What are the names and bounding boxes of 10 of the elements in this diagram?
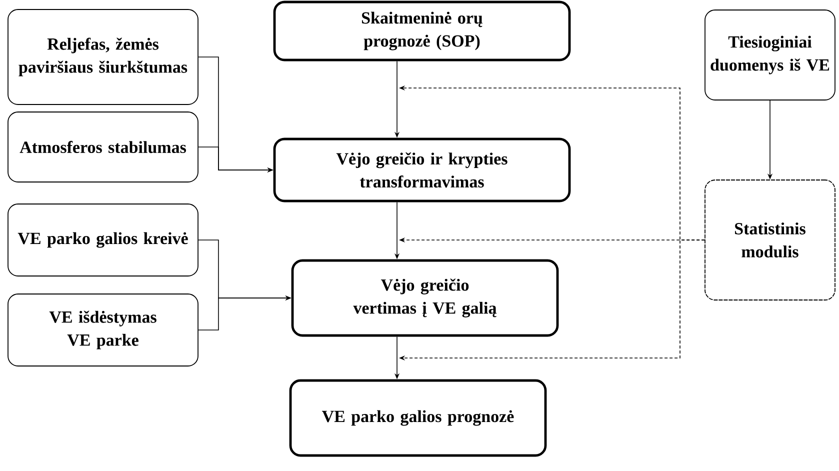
process-box: Skaitmeninė orų prognozė (SOP) (273, 0, 571, 62)
input-box: Tiesioginiai duomenys iš VE (704, 10, 836, 100)
input-box: VE parko galios kreivė (8, 204, 198, 276)
input-box: VE išdėstymas VE parke (8, 294, 198, 366)
process-box: Vėjo greičio ir krypties transformavimas (273, 138, 571, 202)
process-box: VE parko galios prognozė (289, 379, 547, 457)
process-box: Vėjo greičio vertimas į VE galią (291, 259, 559, 337)
input-box: Reljefas, žemės paviršiaus šiurkštumas (8, 9, 198, 105)
input-box: Atmosferos stabilumas (8, 112, 198, 182)
input-box: Statistinis modulis (704, 180, 836, 300)
